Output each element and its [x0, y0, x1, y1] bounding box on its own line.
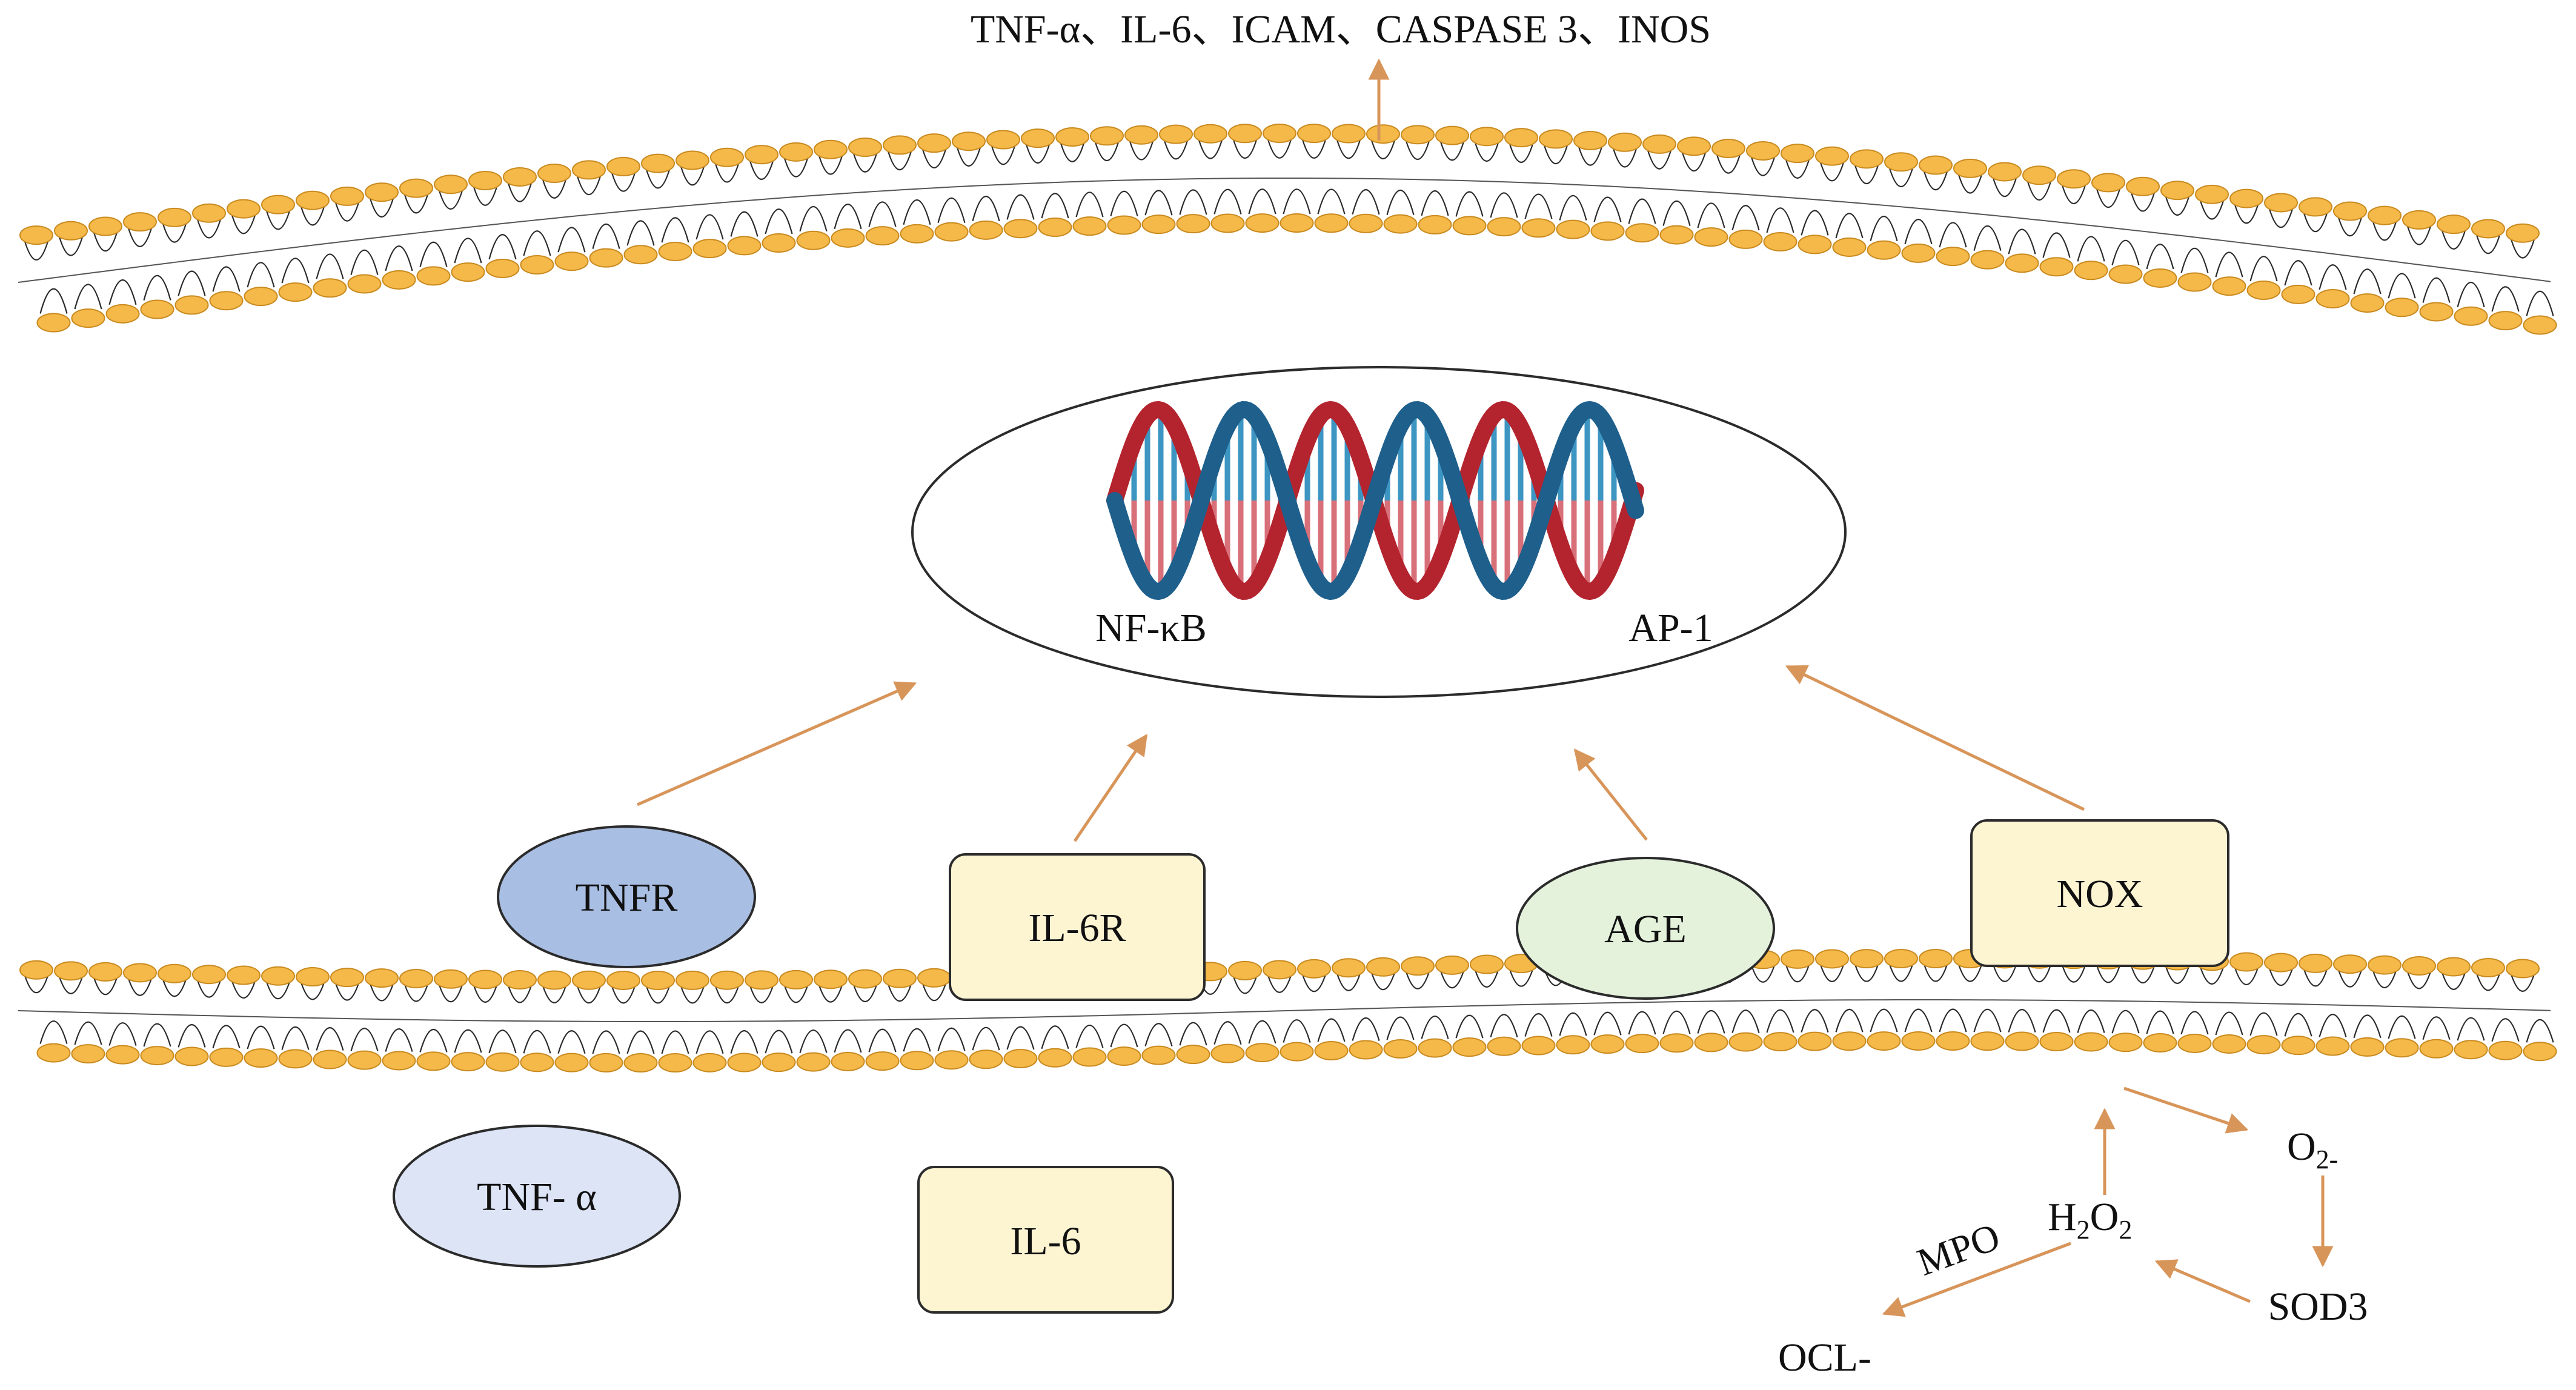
- tnf-alpha-ligand: TNF- α: [393, 1125, 681, 1268]
- tnfr-label: TNFR: [576, 876, 678, 920]
- h2o2-label: H2O2: [2048, 1195, 2132, 1245]
- il6-label: IL-6: [1010, 1219, 1081, 1263]
- il6r-receptor: IL-6R: [949, 853, 1206, 1001]
- il6-ligand: IL-6: [917, 1166, 1174, 1314]
- ocl-label: OCL-: [1778, 1335, 1871, 1380]
- gene-products-label: TNF-α、IL-6、ICAM、CASPASE 3、INOS: [971, 7, 1711, 52]
- ap1-label: AP-1: [1628, 606, 1713, 650]
- nox-enzyme: NOX: [1970, 819, 2229, 967]
- il6r-label: IL-6R: [1028, 906, 1126, 950]
- sod3-label: SOD3: [2268, 1285, 2368, 1329]
- nf-kb-label: NF-κB: [1095, 606, 1207, 650]
- tnfr-receptor: TNFR: [497, 825, 756, 968]
- h2o2-to-ocl-arrow: [1882, 1242, 2071, 1317]
- lower-cell-membrane: [18, 949, 2557, 1072]
- sod3-to-h2o2-arrow: [2154, 1259, 2251, 1303]
- superoxide-label: O2-: [2287, 1125, 2338, 1174]
- nox-to-superoxide-arrow: [2123, 1086, 2249, 1134]
- il6r-to-nucleus-arrow: [1073, 734, 1148, 842]
- age-label: AGE: [1604, 907, 1687, 951]
- nox-to-nucleus-arrow: [1785, 665, 2085, 811]
- tnf-alpha-label: TNF- α: [477, 1175, 597, 1219]
- dna-helix-icon: [1106, 401, 1644, 600]
- upper-cell-membrane: [18, 124, 2557, 335]
- nox-label: NOX: [2057, 872, 2143, 916]
- age-to-nucleus-arrow: [1573, 748, 1648, 841]
- age-node: AGE: [1516, 857, 1775, 1000]
- tnfr-to-nucleus-arrow: [636, 681, 917, 806]
